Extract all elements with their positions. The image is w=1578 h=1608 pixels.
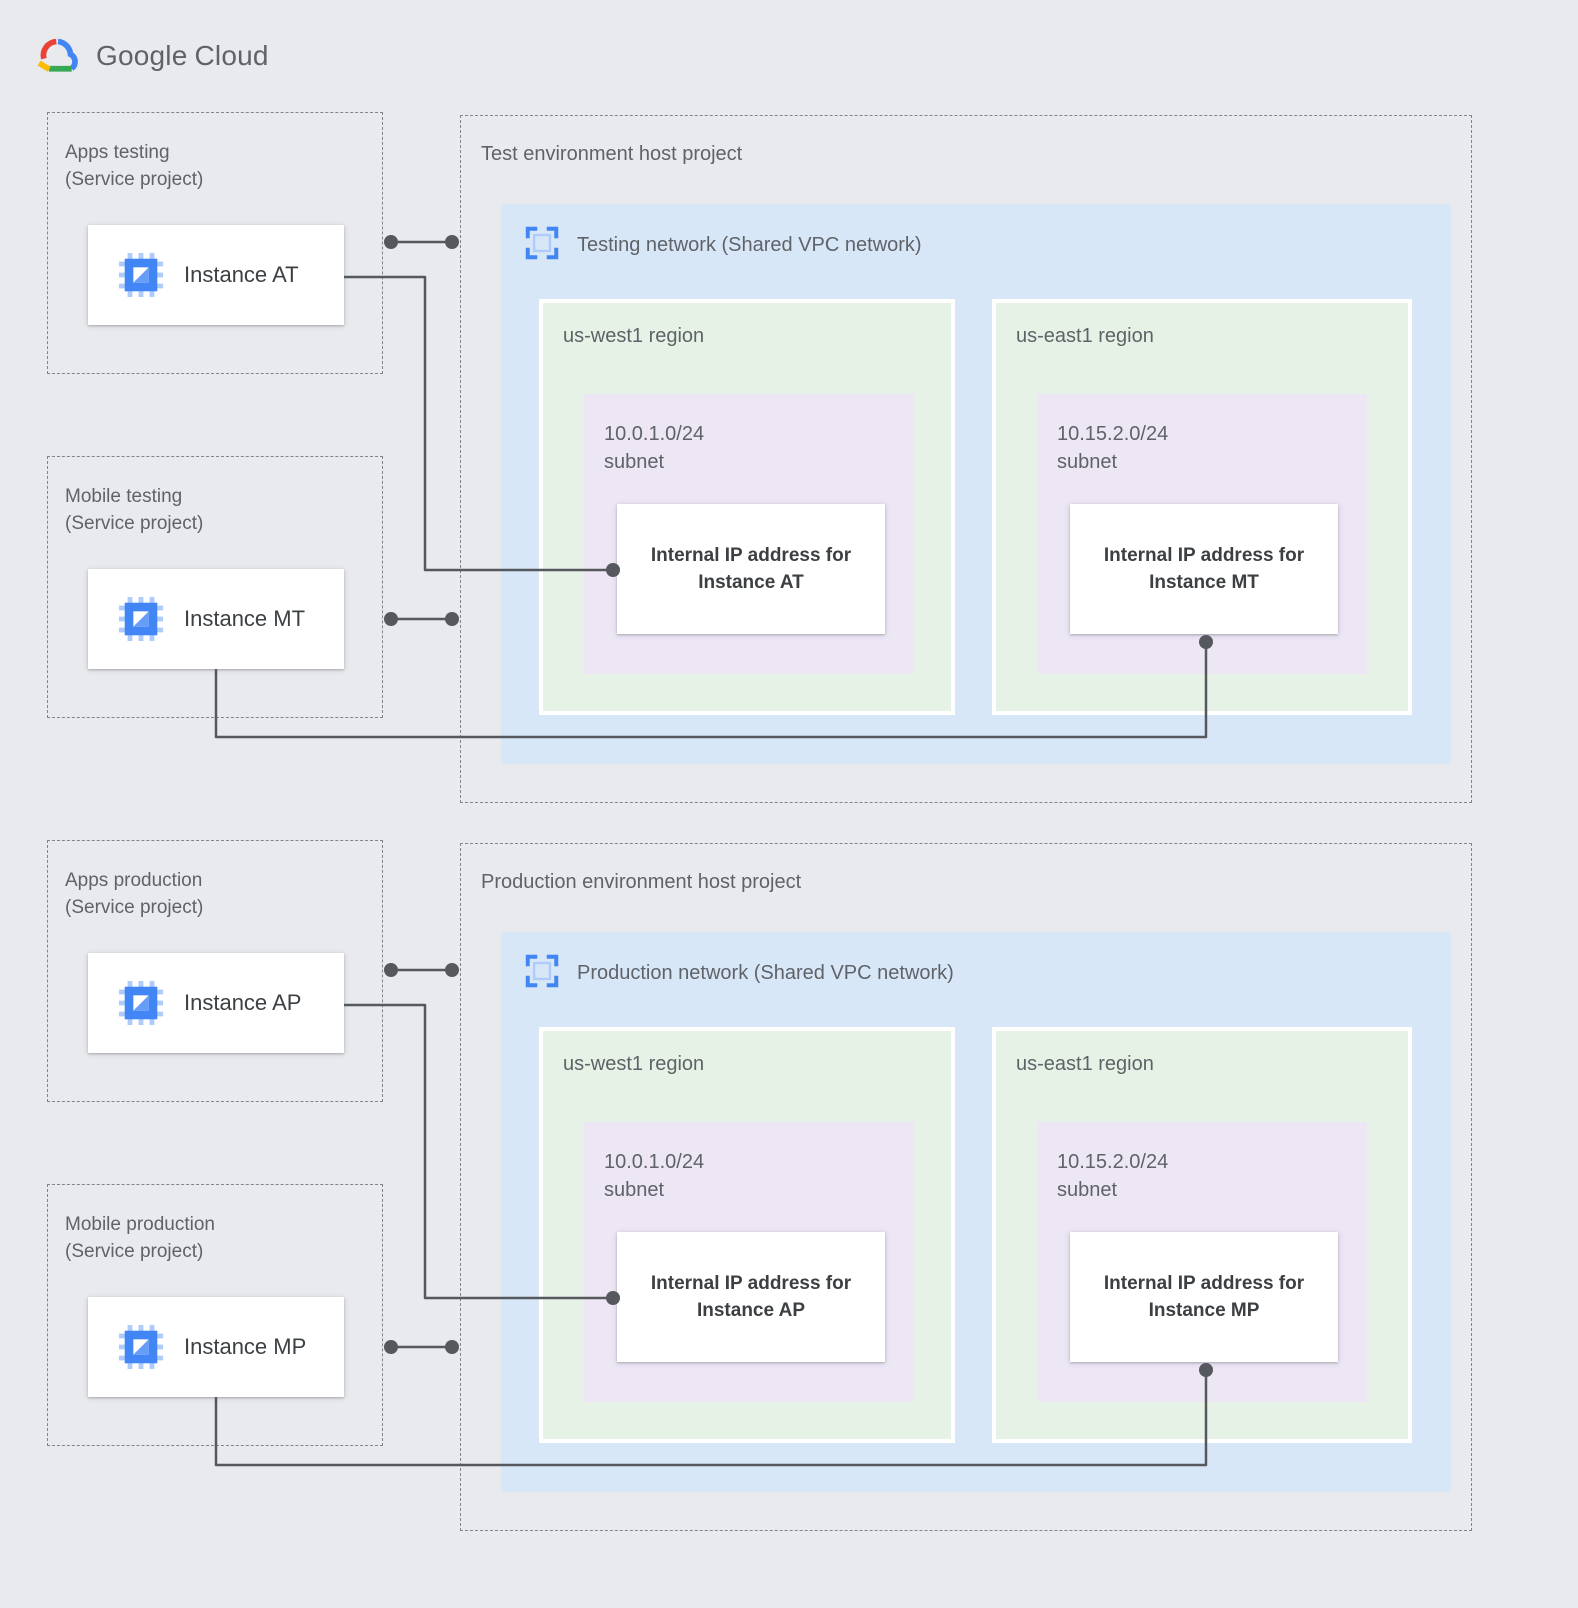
region-prod-us-west1: us-west1 region 10.0.1.0/24 subnet Inter…: [539, 1027, 955, 1443]
region-title: us-east1 region: [1016, 1053, 1154, 1075]
service-project-title: Mobile testing: [65, 486, 183, 507]
service-project-mobile-production-label: Mobile production (Service project): [65, 1211, 215, 1265]
ip-card-line1: Internal IP address for: [650, 545, 852, 566]
service-project-subtitle: (Service project): [65, 897, 204, 918]
region-test-us-west1: us-west1 region 10.0.1.0/24 subnet Inter…: [539, 299, 955, 715]
service-project-apps-production-label: Apps production (Service project): [65, 867, 203, 921]
subnet-cidr: 10.15.2.0/24: [1057, 1151, 1169, 1173]
host-project-production-title: Production environment host project: [481, 871, 802, 893]
production-network: Production network (Shared VPC network) …: [501, 932, 1451, 1492]
ip-card-line1: Internal IP address for: [650, 1273, 852, 1294]
service-project-title: Mobile production: [65, 1214, 215, 1235]
testing-network: Testing network (Shared VPC network) us-…: [501, 204, 1451, 764]
internal-ip-instance-ap: Internal IP address for Instance AP: [617, 1232, 885, 1362]
instance-at-label: Instance AT: [184, 262, 299, 287]
subnet-cidr: 10.0.1.0/24: [604, 423, 705, 445]
service-project-subtitle: (Service project): [65, 1241, 204, 1262]
instance-ap-card: Instance AP: [88, 953, 344, 1053]
internal-ip-instance-mp: Internal IP address for Instance MP: [1070, 1232, 1338, 1362]
host-project-test: Test environment host project Testing ne…: [460, 115, 1472, 803]
internal-ip-instance-at: Internal IP address for Instance AT: [617, 504, 885, 634]
subnet-test-us-east1: 10.15.2.0/24 subnet Internal IP address …: [1037, 394, 1367, 674]
connector-endpoint-dot: [384, 612, 398, 626]
connector-endpoint-dot: [445, 963, 459, 977]
subnet-prod-us-west1: 10.0.1.0/24 subnet Internal IP address f…: [584, 1122, 914, 1402]
logo-word-google: Google: [96, 40, 188, 71]
subnet-word: subnet: [604, 451, 665, 473]
region-test-us-east1: us-east1 region 10.15.2.0/24 subnet Inte…: [992, 299, 1412, 715]
internal-ip-instance-mt: Internal IP address for Instance MT: [1070, 504, 1338, 634]
compute-instance-icon: [118, 252, 164, 298]
service-project-apps-testing-label: Apps testing (Service project): [65, 139, 203, 193]
service-project-mobile-testing-label: Mobile testing (Service project): [65, 483, 203, 537]
subnet-test-us-west1: 10.0.1.0/24 subnet Internal IP address f…: [584, 394, 914, 674]
subnet-prod-us-east1: 10.15.2.0/24 subnet Internal IP address …: [1037, 1122, 1367, 1402]
google-cloud-logo-icon: [37, 38, 78, 72]
vpc-network-icon: [525, 954, 559, 988]
service-project-mobile-production: Mobile production (Service project) Inst…: [47, 1184, 383, 1446]
logo-word-cloud: Cloud: [194, 40, 269, 71]
subnet-word: subnet: [604, 1179, 665, 1201]
service-project-subtitle: (Service project): [65, 169, 204, 190]
ip-card-line2: Instance MP: [1148, 1300, 1260, 1321]
ip-card-line1: Internal IP address for: [1103, 1273, 1305, 1294]
compute-instance-icon: [118, 1324, 164, 1370]
service-project-title: Apps production: [65, 870, 203, 891]
subnet-word: subnet: [1057, 451, 1118, 473]
testing-network-title: Testing network (Shared VPC network): [577, 234, 922, 256]
connector-endpoint-dot: [384, 963, 398, 977]
production-network-title: Production network (Shared VPC network): [577, 962, 954, 984]
subnet-label: 10.0.1.0/24 subnet: [604, 1148, 704, 1204]
host-project-production: Production environment host project Prod…: [460, 843, 1472, 1531]
connector-endpoint-dot: [445, 1340, 459, 1354]
ip-card-line2: Instance AT: [698, 572, 804, 593]
instance-mt-card: Instance MT: [88, 569, 344, 669]
ip-card-line1: Internal IP address for: [1103, 545, 1305, 566]
ip-card-line2: Instance MT: [1149, 572, 1259, 593]
service-project-apps-production: Apps production (Service project) Instan…: [47, 840, 383, 1102]
subnet-label: 10.15.2.0/24 subnet: [1057, 1148, 1168, 1204]
subnet-cidr: 10.0.1.0/24: [604, 1151, 705, 1173]
compute-instance-icon: [118, 596, 164, 642]
subnet-label: 10.15.2.0/24 subnet: [1057, 420, 1168, 476]
instance-mp-card: Instance MP: [88, 1297, 344, 1397]
region-title: us-west1 region: [563, 325, 705, 347]
region-title: us-west1 region: [563, 1053, 705, 1075]
service-project-title: Apps testing: [65, 142, 170, 163]
connector-endpoint-dot: [445, 612, 459, 626]
ip-card-line2: Instance AP: [696, 1300, 806, 1321]
service-project-mobile-testing: Mobile testing (Service project) Instanc…: [47, 456, 383, 718]
region-title: us-east1 region: [1016, 325, 1154, 347]
instance-mt-label: Instance MT: [184, 606, 306, 631]
connector-endpoint-dot: [384, 235, 398, 249]
subnet-label: 10.0.1.0/24 subnet: [604, 420, 704, 476]
service-project-subtitle: (Service project): [65, 513, 204, 534]
connector-endpoint-dot: [384, 1340, 398, 1354]
instance-at-card: Instance AT: [88, 225, 344, 325]
instance-mp-label: Instance MP: [184, 1334, 307, 1359]
subnet-word: subnet: [1057, 1179, 1118, 1201]
host-project-test-title: Test environment host project: [481, 143, 743, 165]
instance-ap-label: Instance AP: [184, 990, 302, 1015]
region-prod-us-east1: us-east1 region 10.15.2.0/24 subnet Inte…: [992, 1027, 1412, 1443]
compute-instance-icon: [118, 980, 164, 1026]
service-project-apps-testing: Apps testing (Service project) Instance …: [47, 112, 383, 374]
subnet-cidr: 10.15.2.0/24: [1057, 423, 1169, 445]
vpc-network-icon: [525, 226, 559, 260]
connector-endpoint-dot: [445, 235, 459, 249]
